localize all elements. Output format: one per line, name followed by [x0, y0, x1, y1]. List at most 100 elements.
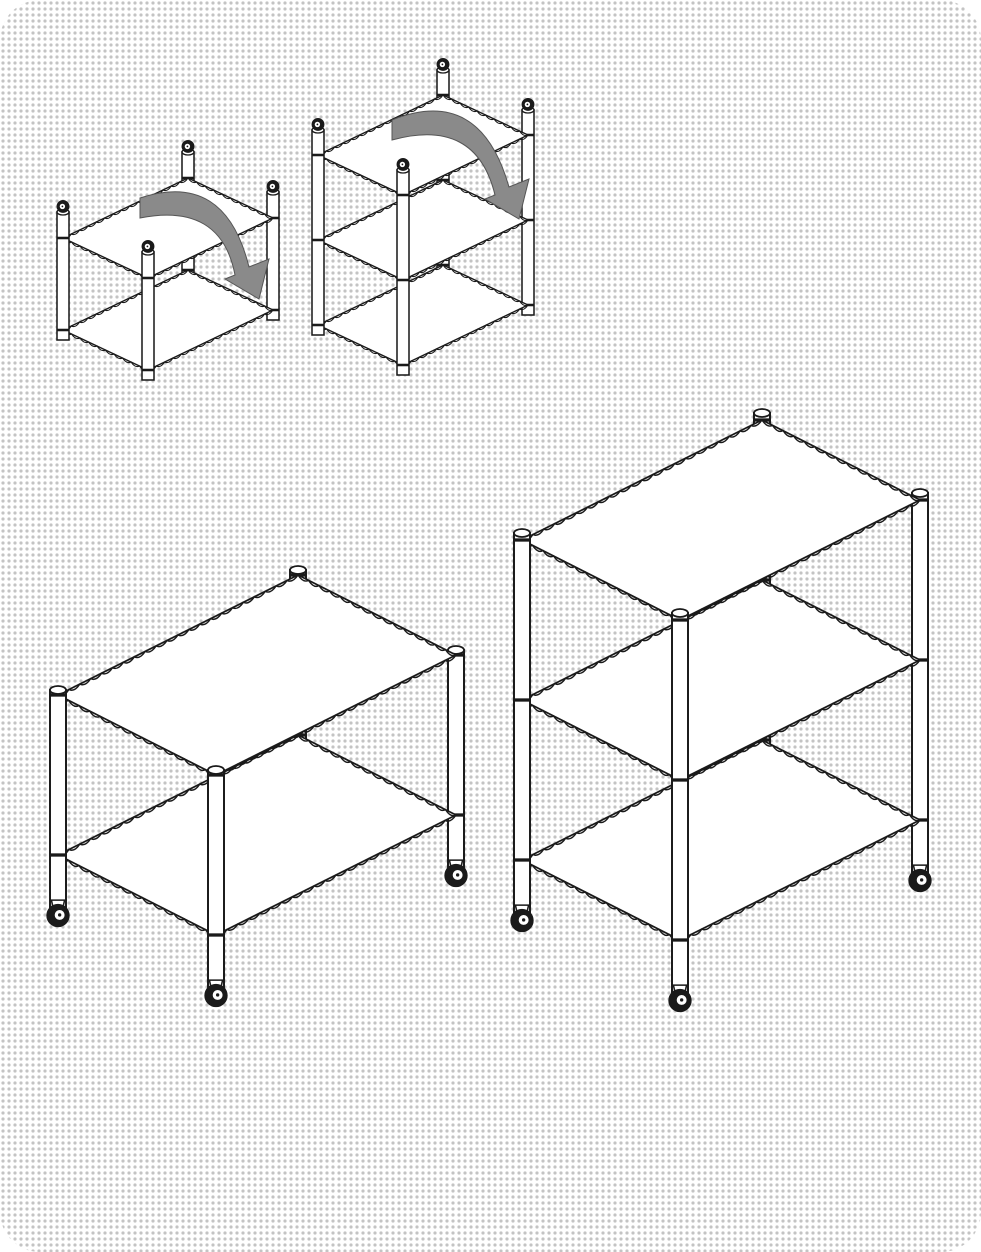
shelf-2-wire-edge	[297, 574, 457, 657]
post-back-right	[521, 106, 535, 316]
shelf-2-wire-edge	[679, 659, 921, 782]
curved-arrow-body	[139, 191, 270, 300]
shelf-2-wire-edge	[62, 177, 189, 240]
caster-wheel-icon	[510, 904, 534, 933]
post-back-left-cap	[289, 565, 307, 575]
shelf-1-wire-edge	[442, 264, 529, 307]
post-back-right-tube	[266, 191, 280, 321]
shelf-2-wire-edge	[62, 237, 149, 280]
caster-wheel-icon	[141, 239, 155, 253]
caster-axle	[61, 205, 64, 208]
caster-wheel-icon	[311, 117, 325, 131]
post-front-left-tube	[49, 689, 67, 911]
shelf-3-wire-edge	[521, 539, 681, 622]
assembled-two-tier-cart	[46, 565, 468, 1008]
post-front-left	[49, 685, 67, 911]
post-front-right	[207, 765, 225, 991]
post-front-right	[396, 166, 410, 376]
shelf-3-wire-edge	[521, 419, 763, 542]
caster-axle	[271, 185, 274, 188]
post-front-left-tube	[311, 129, 325, 336]
shelf-3	[317, 94, 529, 197]
shelf-1-wire-edge	[761, 739, 921, 822]
caster-wheel-icon	[436, 57, 450, 71]
flip-step-two-tier-cart	[56, 139, 280, 381]
caster-axle	[316, 123, 319, 126]
shelf-1	[521, 739, 921, 942]
shelf-2-wire-edge	[317, 239, 404, 282]
curved-arrow-body	[391, 110, 530, 220]
caster-wheel-icon	[521, 97, 535, 111]
post-back-right-tube	[521, 109, 535, 316]
shelf-2-wire-edge	[761, 579, 921, 662]
shelf-2-wire-edge	[147, 217, 274, 280]
shelf-1-wire-edge	[57, 734, 299, 857]
post-back-right-tube	[447, 649, 465, 871]
caster-wheel-icon	[56, 199, 70, 213]
caster-axle	[58, 913, 62, 917]
shelf-2	[521, 579, 921, 782]
post-front-left	[513, 528, 531, 916]
caster-axle	[441, 63, 444, 66]
caster-wheel-icon	[908, 864, 932, 893]
post-back-right	[447, 645, 465, 871]
shelf-1-wire-edge	[679, 819, 921, 942]
caster-axle	[522, 918, 526, 922]
shelf-2-wire-edge	[521, 579, 763, 702]
shelf-1-wire-edge	[57, 854, 217, 937]
shelf-3-wire-edge	[679, 499, 921, 622]
flip-step-three-tier-cart	[311, 57, 535, 376]
shelf-3-wire-edge	[317, 94, 444, 157]
post-front-right-tube	[207, 769, 225, 991]
post-back-right-cap	[911, 488, 929, 498]
shelf-1-wire-edge	[317, 324, 404, 367]
caster-wheel-icon	[668, 984, 692, 1013]
caster-wheel-icon	[204, 979, 228, 1008]
shelf-1-wire-edge	[402, 304, 529, 367]
assembled-three-tier-cart	[510, 408, 932, 1013]
shelf-2	[57, 574, 457, 777]
shelf-1	[57, 734, 457, 937]
shelf-2-wire-edge	[57, 574, 299, 697]
post-front-right	[671, 608, 689, 996]
post-front-right	[141, 248, 155, 381]
caster-axle	[401, 163, 404, 166]
post-front-left	[311, 126, 325, 336]
shelf-1-wire-edge	[317, 264, 444, 327]
caster-wheel-icon	[266, 179, 280, 193]
caster-axle	[680, 998, 684, 1002]
post-front-left-cap	[49, 685, 67, 695]
caster-axle	[146, 245, 149, 248]
shelf-2-wire-edge	[187, 177, 274, 220]
shelf-1-wire-edge	[62, 329, 149, 372]
shelf-2-wire-edge	[215, 654, 457, 777]
shelf-3-wire-edge	[317, 154, 404, 197]
shelf-2-wire-edge	[402, 219, 529, 282]
shelf-1-wire-edge	[187, 269, 274, 312]
shelf-1-wire-edge	[521, 859, 681, 942]
caster-wheel-icon	[444, 859, 468, 888]
post-front-right-tube	[141, 251, 155, 381]
shelf-2-wire-edge	[521, 699, 681, 782]
shelf-1-wire-edge	[147, 309, 274, 372]
caster-wheel-icon	[46, 899, 70, 928]
caster-wheel-icon	[396, 157, 410, 171]
post-front-left-tube	[56, 211, 70, 341]
post-front-right-cap	[671, 608, 689, 618]
shelf-1-wire-edge	[215, 814, 457, 937]
caster-axle	[526, 103, 529, 106]
post-front-right-cap	[207, 765, 225, 775]
post-back-right	[266, 188, 280, 321]
post-front-left-tube	[513, 532, 531, 916]
caster-axle	[186, 145, 189, 148]
shelf-1-wire-edge	[62, 269, 189, 332]
shelf-2-wire-edge	[317, 179, 444, 242]
shelf-1-wire-edge	[521, 739, 763, 862]
post-front-left-cap	[513, 528, 531, 538]
shelf-3-wire-edge	[402, 134, 529, 197]
caster-wheel-icon	[181, 139, 195, 153]
curved-arrow-icon	[391, 110, 530, 220]
post-front-right-tube	[671, 612, 689, 996]
shelf-3-wire-edge	[761, 419, 921, 502]
